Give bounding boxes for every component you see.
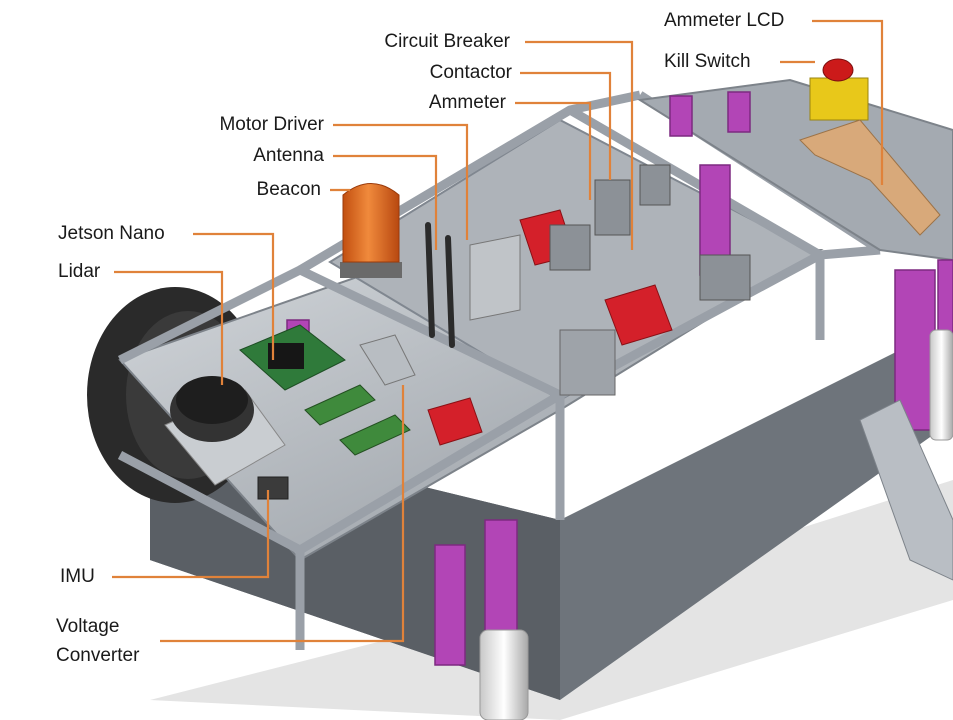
label-motor-driver: Motor Driver — [219, 114, 324, 135]
label-imu: IMU — [60, 566, 95, 587]
label-ammeter: Ammeter — [428, 92, 506, 113]
label-kill-switch: Kill Switch — [664, 51, 751, 72]
leader-lines — [112, 19, 884, 643]
label-jetson-nano: Jetson Nano — [58, 223, 165, 244]
leader-voltage-converter — [160, 385, 405, 643]
suspension-brackets — [286, 91, 953, 666]
label-ammeter-lcd: Ammeter LCD — [664, 10, 785, 31]
beacon-light — [340, 183, 402, 278]
front-frame-plate — [637, 78, 953, 262]
motor-driver-body — [469, 234, 521, 321]
label-voltage-converter-line2: Converter — [56, 645, 140, 666]
imu-module — [257, 476, 289, 500]
label-voltage-converter-line1: Voltage — [56, 616, 120, 637]
antennas — [425, 222, 455, 348]
red-components — [427, 209, 673, 446]
coil-springs — [479, 329, 953, 720]
label-lidar: Lidar — [58, 261, 101, 282]
swing-arm — [859, 399, 953, 581]
ammeter-lcd-bracket — [799, 119, 941, 236]
voltage-converter-body — [359, 334, 416, 386]
leader-jetson-nano — [193, 232, 275, 360]
label-antenna: Antenna — [253, 145, 324, 166]
leader-circuit-breaker — [525, 40, 634, 250]
leader-lidar — [114, 270, 224, 385]
heatsink-block — [559, 329, 616, 396]
leader-motor-driver — [333, 123, 469, 240]
leader-imu — [112, 490, 270, 579]
lidar-unit — [164, 376, 286, 486]
terminal-boards — [304, 384, 411, 456]
label-contactor: Contactor — [429, 62, 512, 83]
leader-antenna — [333, 154, 438, 250]
leader-contactor — [520, 71, 612, 180]
kill-switch-device — [809, 58, 869, 121]
label-circuit-breaker: Circuit Breaker — [384, 31, 510, 52]
label-beacon: Beacon — [256, 179, 321, 200]
leader-ammeter-lcd — [812, 19, 884, 185]
contactor-blocks — [549, 164, 751, 301]
leader-ammeter — [515, 101, 592, 200]
